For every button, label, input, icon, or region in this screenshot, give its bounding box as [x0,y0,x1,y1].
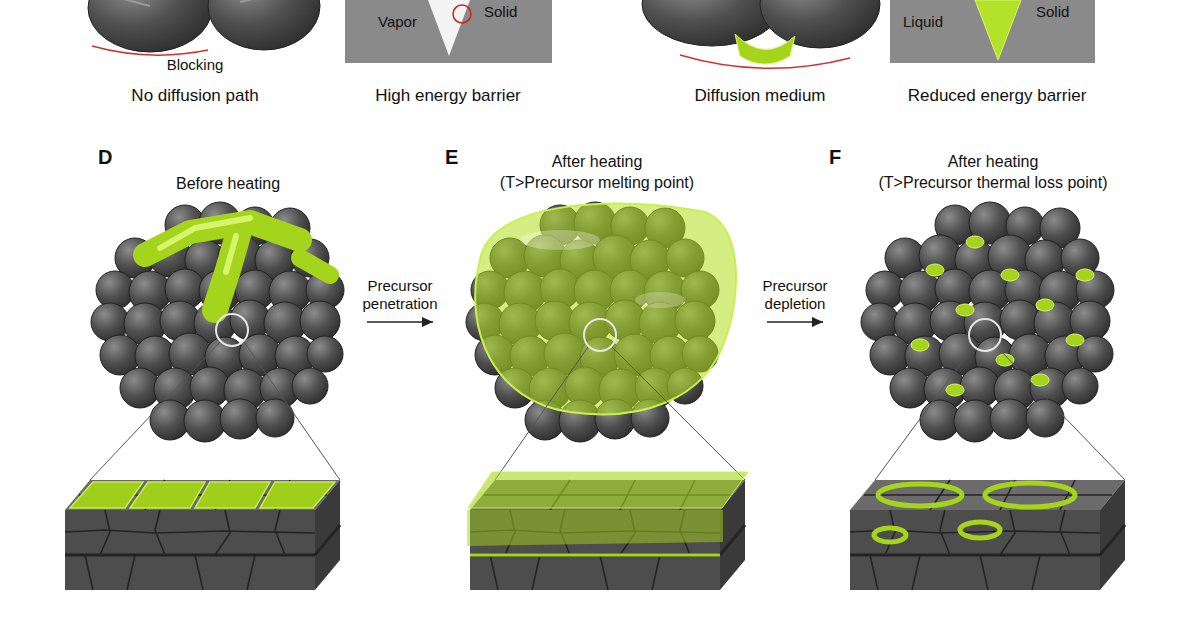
art-line [997,347,1125,480]
art-line [495,347,588,480]
annotation-label: High energy barrier [375,86,521,106]
vapor-barrier-box [345,0,552,63]
arrow-head [422,317,433,327]
art-ellipse [911,339,929,351]
art-g [850,480,1125,590]
art-ellipse [1031,374,1049,386]
panel-heading: (T>Precursor thermal loss point) [879,174,1108,192]
annotation-label: Solid [484,3,517,20]
art-polygon [130,482,205,508]
art-g [467,472,748,590]
art-ellipse [966,236,984,248]
art-ellipse [1076,269,1094,281]
art-g [145,218,330,310]
arrow-label: Precursor depletion [740,277,850,315]
arrow-label: Precursor penetration [345,277,455,315]
art-ellipse [520,230,600,250]
art-polygon [428,0,470,56]
cluster-melted [466,202,748,590]
art-ellipse [878,484,962,506]
art-path [735,34,795,64]
art-g [70,482,335,508]
art-ellipse [985,483,1075,507]
annotation-label: Blocking [167,56,224,73]
art-polygon [467,510,723,546]
art-ellipse [946,384,964,396]
panel-letter: F [829,146,841,169]
annotation-label: Solid [1036,3,1069,20]
art-polyline [215,228,240,310]
art-ellipse [760,0,880,48]
art-use [91,202,344,442]
annotation-label: Reduced energy barrier [908,86,1087,106]
panel-heading: Before heating [176,175,280,193]
art-ellipse [1066,334,1084,346]
art-ellipse [88,0,212,52]
art-g [874,483,1075,542]
art-polyline [226,236,236,272]
panel: F After heating (T>Precursor thermal loss … [825,140,1155,620]
art-g [65,480,340,590]
annotation-label: Vapor [378,13,417,30]
panel: E After heating (T>Precursor melting point… [435,140,765,620]
art-rect [345,0,552,63]
panel-heading: After heating [948,153,1039,171]
art-ellipse [1001,269,1019,281]
cluster-depleted [850,202,1125,590]
art-path [92,46,208,55]
art-polyline [300,258,330,275]
art-use [850,480,1125,590]
art-ellipse [926,264,944,276]
art-line [612,347,745,480]
art-circle [216,314,248,346]
art-polygon [975,0,1021,60]
panel-letter: D [98,146,112,169]
art-circle [969,319,1001,351]
art-ellipse [1036,299,1054,311]
liquid-barrier-box [890,0,1095,63]
panel-heading: (T>Precursor melting point) [500,174,694,192]
annotation-label: Liquid [903,13,943,30]
art-ellipse [960,522,1000,538]
art-polygon [468,472,748,508]
particle-pair-liquid [642,0,880,68]
art-circle [453,5,471,23]
cluster-before [65,202,344,590]
process-arrow [767,317,823,327]
panel-heading: After heating [552,153,643,171]
annotation-label: Diffusion medium [694,86,825,106]
art-line [470,554,720,557]
art-line [90,342,220,480]
panel-letter: E [445,146,458,169]
art-rect [890,0,1095,63]
art-path [475,204,736,415]
art-ellipse [874,528,906,542]
art-use [861,202,1114,442]
art-line [875,347,973,480]
particle-pair [88,0,320,55]
art-ellipse [635,292,685,308]
art-use [65,480,340,590]
art-polygon [260,482,335,508]
panel: D Before heating [55,140,365,620]
art-ellipse [956,304,974,316]
art-line [244,342,340,480]
art-polygon [195,482,270,508]
art-line [120,0,150,6]
art-line [240,0,275,2]
art-circle [584,319,616,351]
art-path [680,55,850,68]
process-arrow [367,317,433,327]
art-g [911,236,1094,396]
arrow-head [812,317,823,327]
annotation-label: No diffusion path [131,86,258,106]
art-ellipse [208,0,320,50]
